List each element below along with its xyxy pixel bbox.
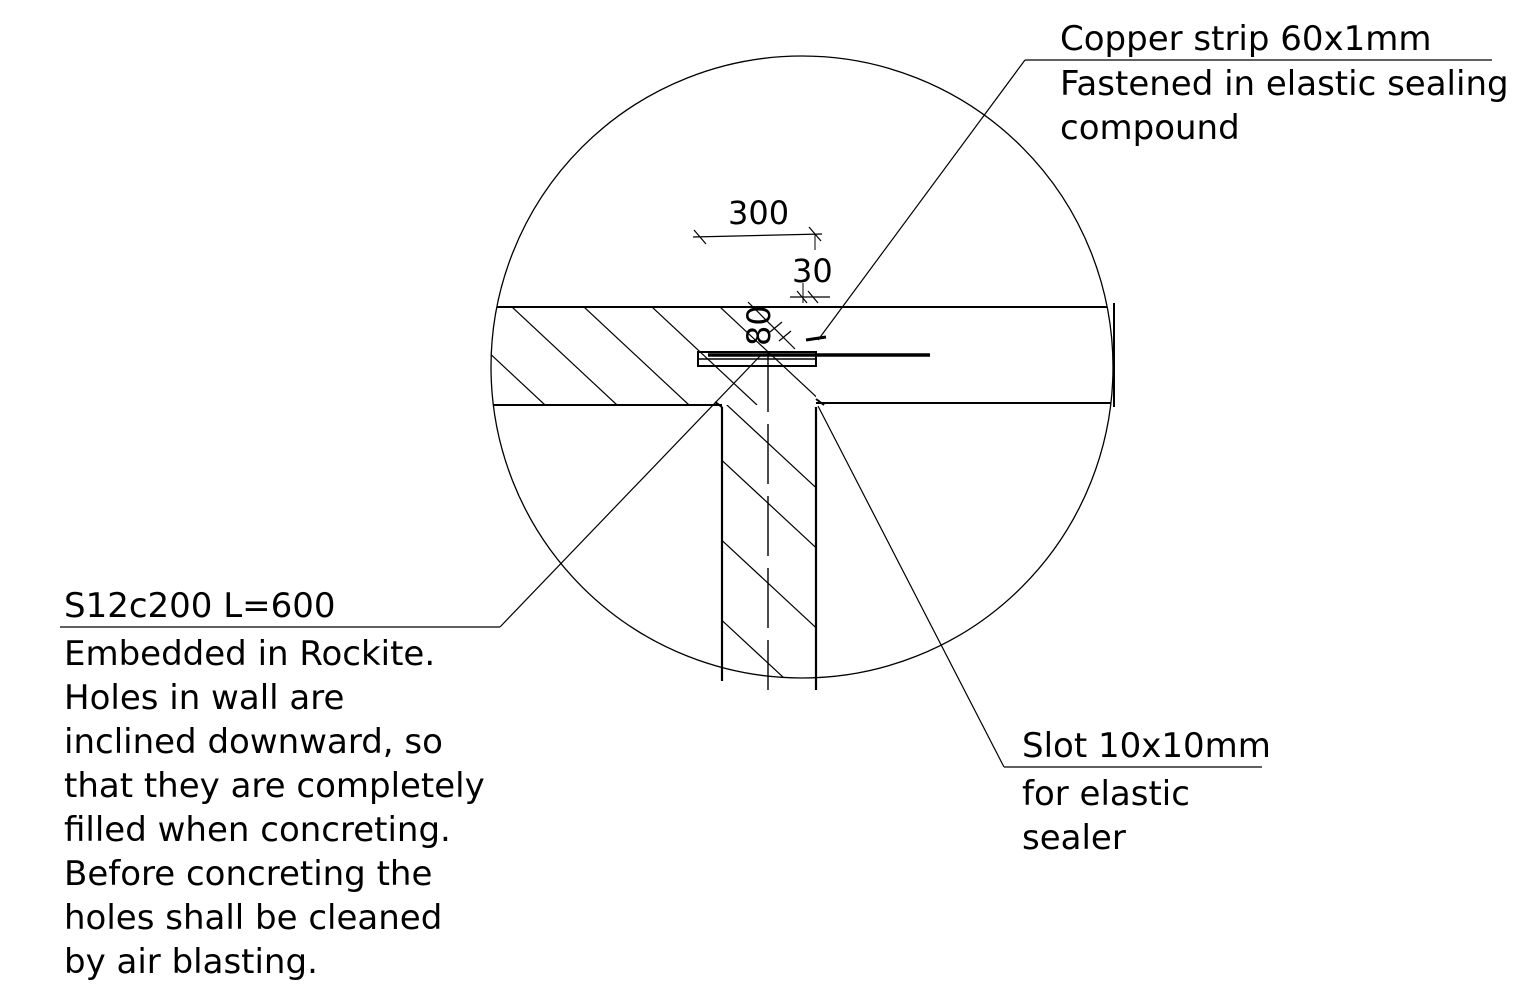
rebar-line-1: Embedded in Rockite. — [64, 634, 435, 674]
copper-strip-title: Copper strip 60x1mm — [1060, 19, 1432, 59]
rebar-title: S12c200 L=600 — [64, 586, 336, 626]
rebar-line-8: by air blasting. — [64, 942, 318, 982]
rebar-line-7: holes shall be cleaned — [64, 898, 442, 938]
dimension-80: 80 — [740, 301, 796, 350]
rebar-line-2: Holes in wall are — [64, 678, 344, 718]
dimension-80-label: 80 — [740, 305, 778, 346]
rebar-line-5: filled when concreting. — [64, 810, 451, 850]
dimension-30-label: 30 — [792, 252, 833, 290]
dimension-300-label: 300 — [728, 194, 789, 232]
dimension-300: 300 — [692, 194, 823, 250]
copper-strip-line-1: Fastened in elastic sealing — [1060, 64, 1509, 104]
slab — [491, 306, 1113, 406]
callout-rebar: S12c200 L=600 Embedded in Rockite. Holes… — [60, 353, 763, 982]
dimension-30: 30 — [790, 252, 833, 304]
callout-slot: Slot 10x10mm for elastic sealer — [817, 405, 1271, 858]
rebar-line-4: that they are completely — [64, 766, 485, 806]
rebar-line-6: Before concreting the — [64, 854, 432, 894]
slot-line-2: sealer — [1022, 818, 1126, 858]
slab-hatch — [491, 308, 826, 405]
slot-line-1: for elastic — [1022, 774, 1190, 814]
wall — [714, 398, 825, 690]
slot-title: Slot 10x10mm — [1022, 726, 1271, 766]
copper-strip-line-2: compound — [1060, 108, 1240, 148]
rebar-line-3: inclined downward, so — [64, 722, 443, 762]
callout-copper-strip: Copper strip 60x1mm Fastened in elastic … — [817, 19, 1509, 341]
wall-hatch — [722, 405, 816, 678]
copper-strip-tab — [805, 335, 827, 342]
